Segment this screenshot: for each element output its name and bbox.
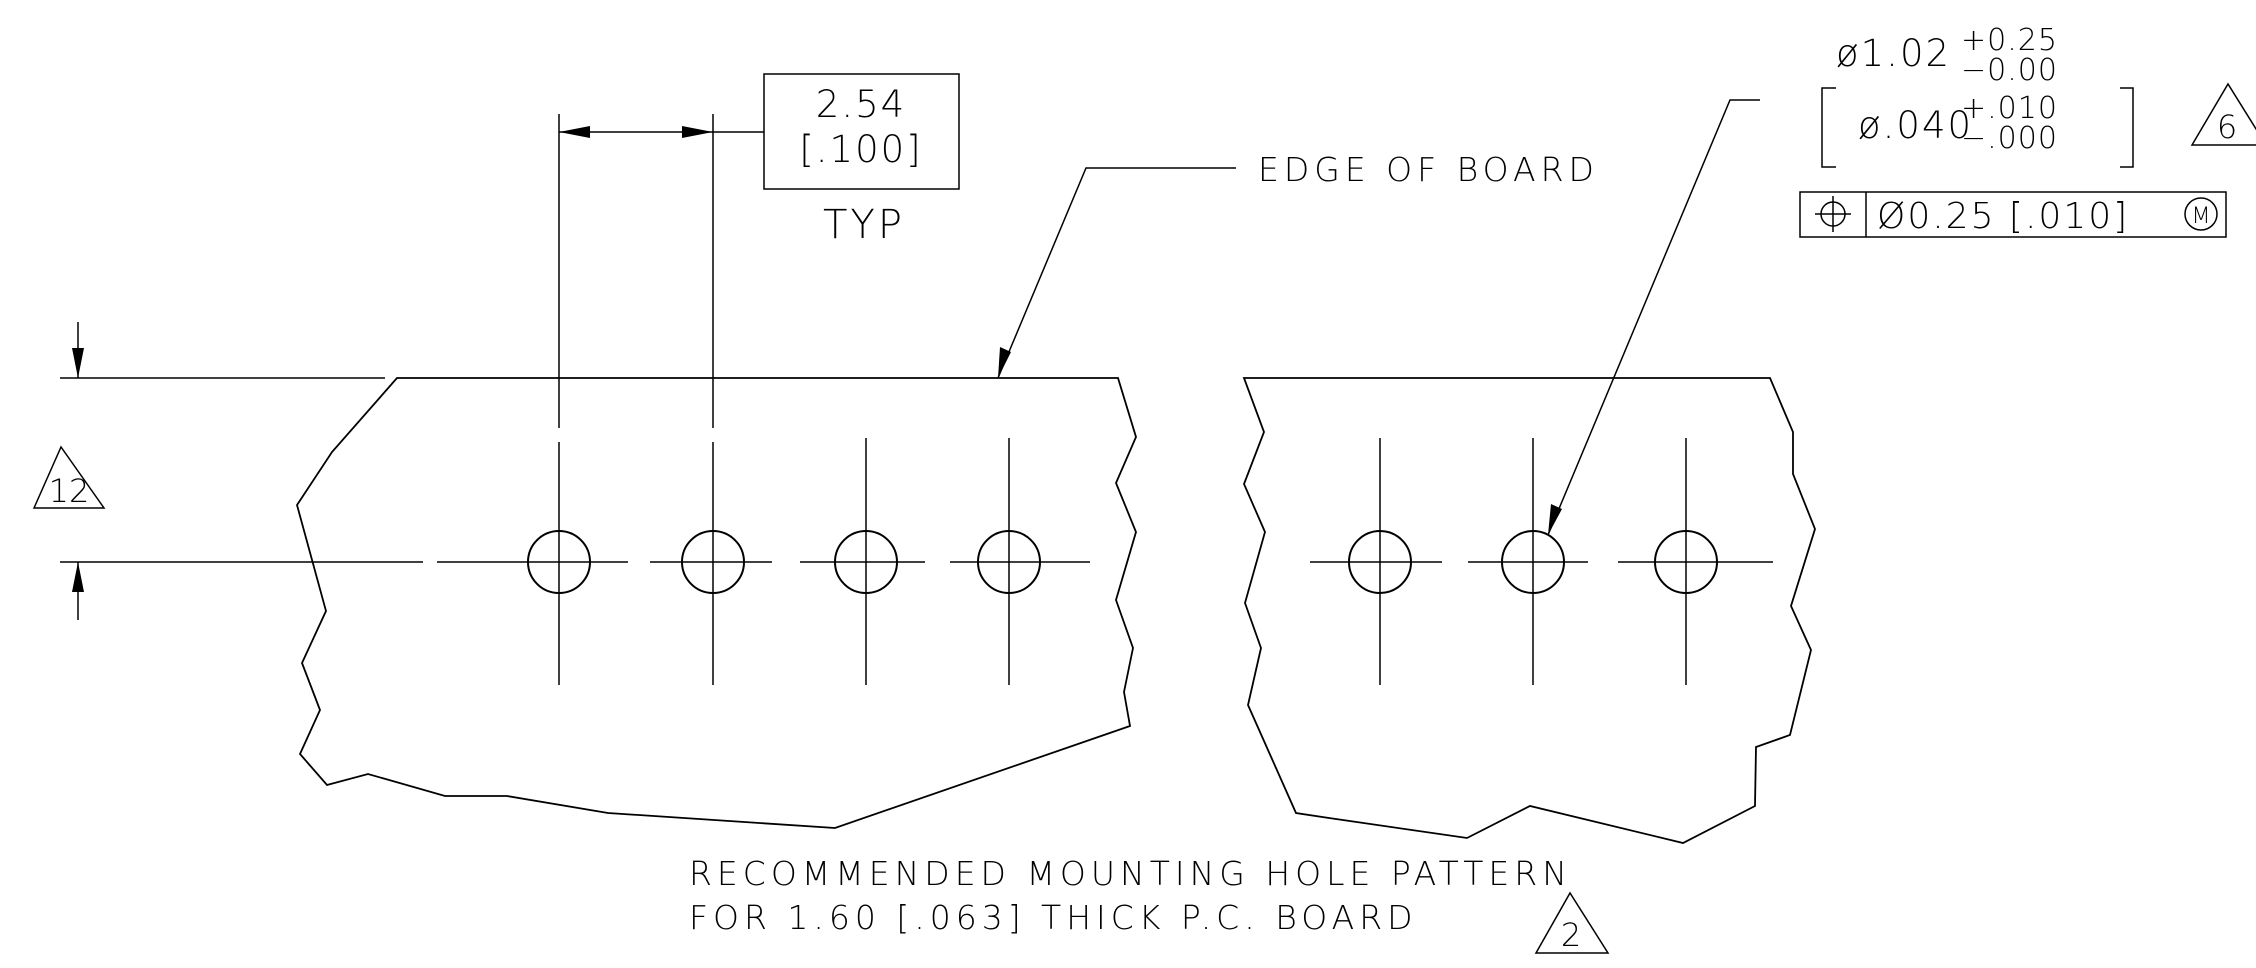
note-flag-12 xyxy=(32,445,106,509)
pitch-dimension xyxy=(558,73,960,428)
feature-control-frame xyxy=(1799,191,2227,238)
hole-circle xyxy=(834,530,898,594)
hole-centerlines xyxy=(60,438,1773,685)
hole-dia-mm: ø1.02 xyxy=(1836,32,1951,75)
pitch-value-in: [.100] xyxy=(799,128,922,171)
pitch-value-mm: 2.54 xyxy=(816,83,906,126)
hole-tol-mm-minus: −0.00 xyxy=(1961,53,2058,88)
edge-leader xyxy=(997,167,1236,379)
hole-tol-in-minus: −.000 xyxy=(1961,121,2058,156)
note-flag-6 xyxy=(2190,82,2256,146)
position-icon xyxy=(1815,196,1851,232)
hole-dia-in: ø.040 xyxy=(1858,104,1973,147)
note-flag-2 xyxy=(1534,891,1610,954)
position-tolerance-value: Ø0.25 [.010] xyxy=(1877,196,2129,237)
note-flag-12-label: 12 xyxy=(49,472,90,510)
edge-offset-dimension xyxy=(60,322,385,620)
note-flag-2-label: 2 xyxy=(1561,916,1581,954)
position-tolerance-modifier: M xyxy=(2192,204,2211,229)
max-material-modifier-icon xyxy=(2184,197,2218,231)
hole-tol-in-plus: +.010 xyxy=(1961,91,2058,126)
pitch-qualifier: TYP xyxy=(823,202,905,248)
left-board-outline xyxy=(296,377,1137,829)
hole-circle xyxy=(977,530,1041,594)
caption-line-2: FOR 1.60 [.063] THICK P.C. BOARD xyxy=(689,898,1418,937)
hole-circle xyxy=(681,530,745,594)
note-flag-6-label: 6 xyxy=(2217,108,2237,146)
hole-circle xyxy=(1654,530,1718,594)
right-board-outline xyxy=(1242,377,1816,844)
inch-brackets xyxy=(1821,87,2134,168)
hole-tol-mm-plus: +0.25 xyxy=(1961,23,2058,58)
hole-circle xyxy=(1348,530,1412,594)
hole-callout-leader xyxy=(1547,99,1760,536)
edge-of-board-label: EDGE OF BOARD xyxy=(1258,150,1599,189)
hole-circle xyxy=(1501,530,1565,594)
mounting-holes xyxy=(527,530,1718,594)
caption-line-1: RECOMMENDED MOUNTING HOLE PATTERN xyxy=(689,854,1572,893)
hole-circle xyxy=(527,530,591,594)
